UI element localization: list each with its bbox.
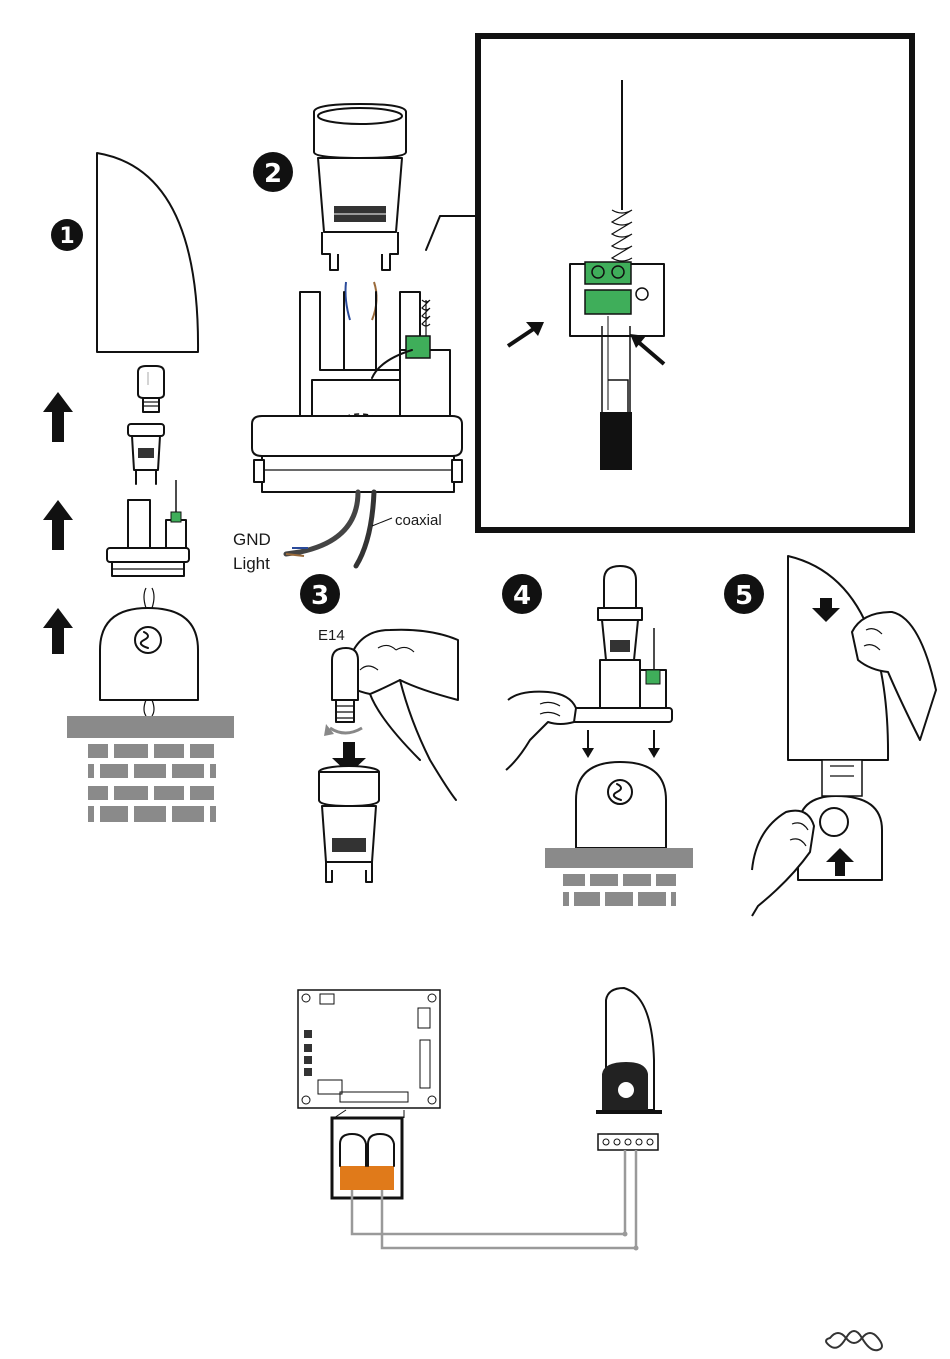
step-1-badge: 1: [51, 219, 83, 251]
step-2-number: 2: [264, 159, 282, 189]
step-5-number: 5: [735, 581, 753, 611]
lamp-socket-step3: [319, 766, 379, 882]
wall-mount-housing-1: [100, 588, 198, 716]
lamp-base-plate: [252, 416, 462, 492]
photocell-device: [596, 988, 662, 1114]
brick-wall-1: [67, 716, 234, 822]
step-4-badge: 4: [502, 574, 542, 614]
step-4-number: 4: [513, 581, 531, 611]
arrow-up-icon: [43, 392, 73, 442]
connector-zoom: [332, 1118, 402, 1198]
step-3-number: 3: [311, 581, 329, 611]
label-bulb-type: E14: [318, 627, 345, 644]
lamp-socket-large: [314, 104, 406, 270]
lamp-hood: [97, 153, 198, 352]
wall-mount-housing-4: [576, 762, 666, 848]
mounting-base-small: [107, 480, 189, 576]
arrow-down-icon: [582, 730, 594, 758]
control-board: [298, 990, 440, 1108]
label-light: Light: [233, 554, 270, 573]
step-2-badge: 2: [253, 152, 293, 192]
arrow-up-icon: [43, 608, 73, 654]
step-5-badge: 5: [724, 574, 764, 614]
bulb: [138, 366, 164, 412]
step-3-badge: 3: [300, 574, 340, 614]
hand-icon: [506, 692, 576, 770]
bulb-installed: [598, 566, 642, 660]
label-gnd: GND: [233, 530, 271, 549]
arrow-down-icon: [648, 730, 660, 758]
bulb-socket-small: [128, 424, 164, 484]
terminal-block: [598, 1134, 658, 1150]
label-coaxial: coaxial: [395, 512, 442, 529]
bulb-e14: [332, 648, 358, 722]
detail-inset: [478, 36, 912, 530]
arrow-up-icon: [43, 500, 73, 550]
rotate-icon: [324, 724, 362, 736]
brick-wall-4: [545, 848, 693, 906]
step-1-number: 1: [59, 224, 74, 249]
page-mark-icon: [826, 1331, 882, 1350]
